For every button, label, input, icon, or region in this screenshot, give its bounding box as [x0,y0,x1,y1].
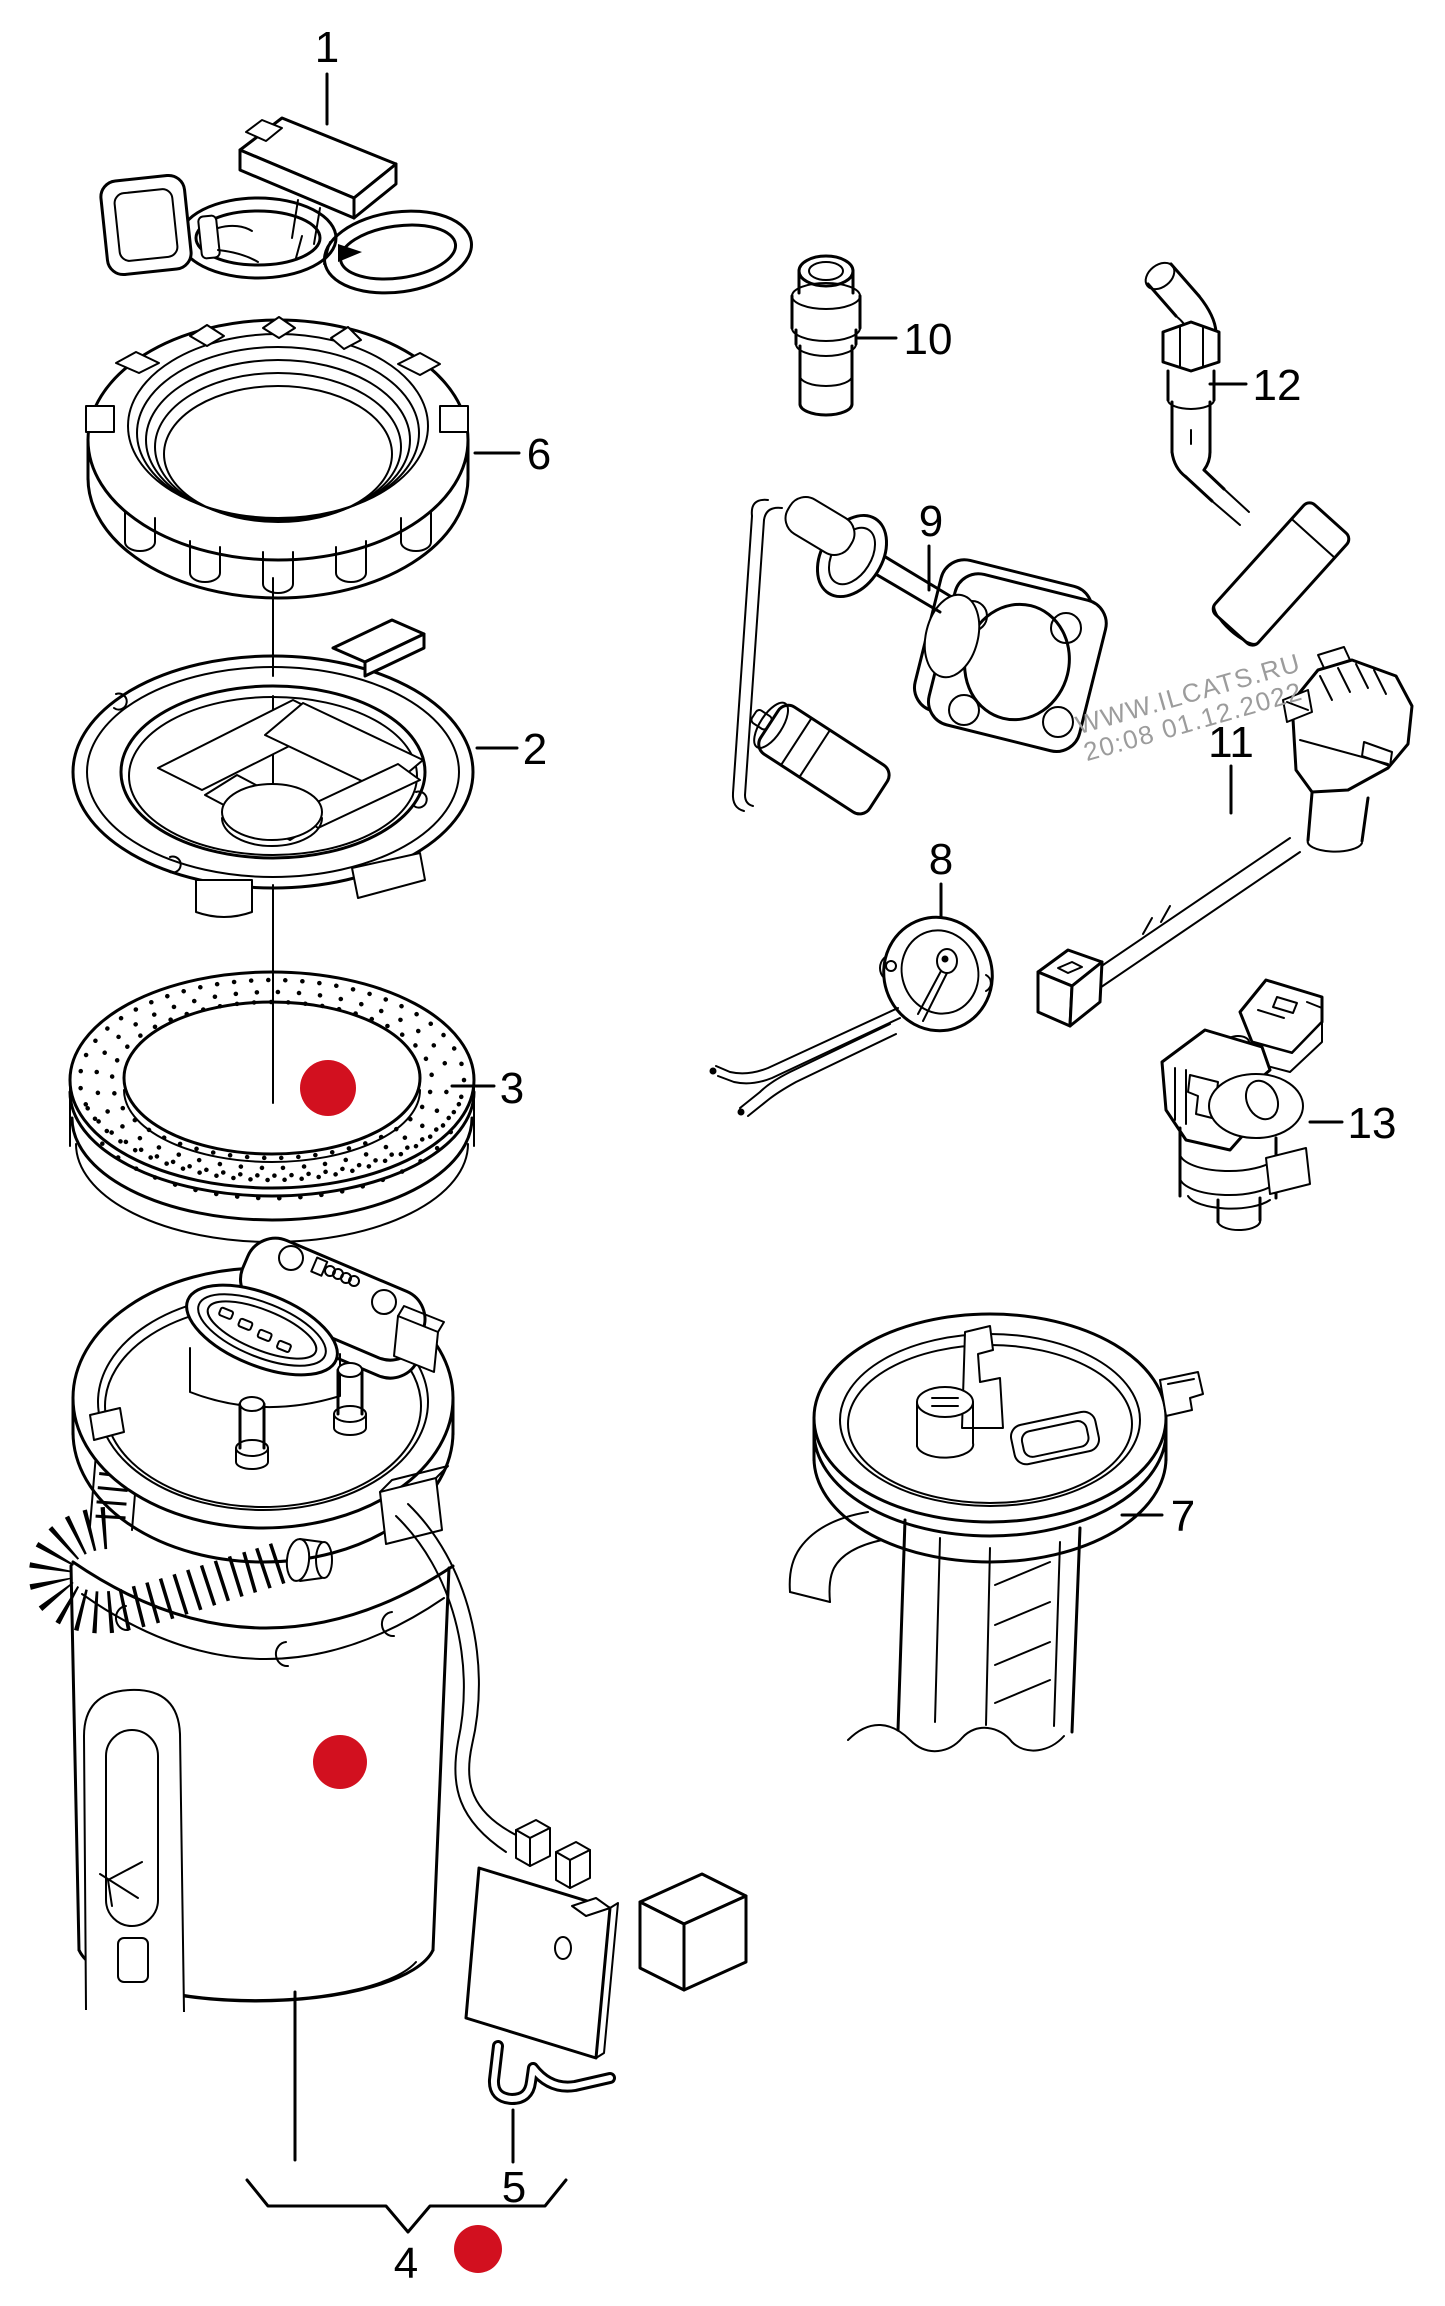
callout-label: 7 [1171,1492,1195,1541]
red-marker [300,1060,356,1116]
callout-label: 11 [1208,718,1254,767]
callout-9: 9 [919,497,943,592]
part-10-coupling [790,254,862,417]
callout-label: 8 [929,835,953,884]
callout-label: 5 [502,2163,526,2212]
part-5-bracket [464,1866,748,2105]
red-marker [313,1735,367,1789]
part-6-locking-ring [85,316,470,600]
callout-label: 3 [500,1064,524,1113]
wire-terminal-2 [555,1841,591,1889]
callout-10: 10 [856,315,953,364]
callout-label: 13 [1348,1099,1397,1148]
retaining-strap [83,1688,185,2013]
part-12-valve-float [1144,261,1351,647]
part-2-flange-cover [71,618,475,918]
red-marker [454,2225,502,2273]
callout-label: 10 [904,315,953,364]
callout-label: 4 [394,2239,418,2288]
callout-label: 1 [315,23,339,72]
callout-7: 7 [1120,1492,1195,1541]
callout-4: 4 [245,1990,568,2288]
stud-right [333,1362,367,1436]
audi-rings-logo [310,1256,360,1287]
part-9-fuel-level-sender [731,496,1108,816]
part-11-sensor-cable [1036,646,1414,1028]
part-4-fuel-delivery-unit [28,1236,591,2013]
callout-2: 2 [475,725,547,774]
callout-label: 6 [527,430,551,479]
brace [245,2178,568,2234]
wire-terminal-1 [515,1819,551,1867]
callout-6: 6 [473,430,551,479]
part-7-pump-housing [788,1312,1204,1753]
callout-1: 1 [315,23,339,126]
part-3-seal-ring [68,970,476,1243]
watermark: WWW.ILCATS.RU 20:08 01.12.2022 [1072,647,1306,767]
callout-12: 12 [1208,361,1302,410]
callout-13: 13 [1308,1099,1397,1148]
callout-label: 9 [919,497,943,546]
callout-label: 2 [523,725,547,774]
part-1-sender-cable [99,116,473,295]
callout-5: 5 [502,2108,526,2212]
callout-11: 11 [1208,718,1254,815]
stud-left [235,1396,269,1470]
callout-3: 3 [450,1064,524,1113]
callout-label: 12 [1253,361,1302,410]
callout-8: 8 [929,835,953,919]
part-13-valve [1160,978,1324,1232]
part-8-sender-disc [709,915,994,1117]
